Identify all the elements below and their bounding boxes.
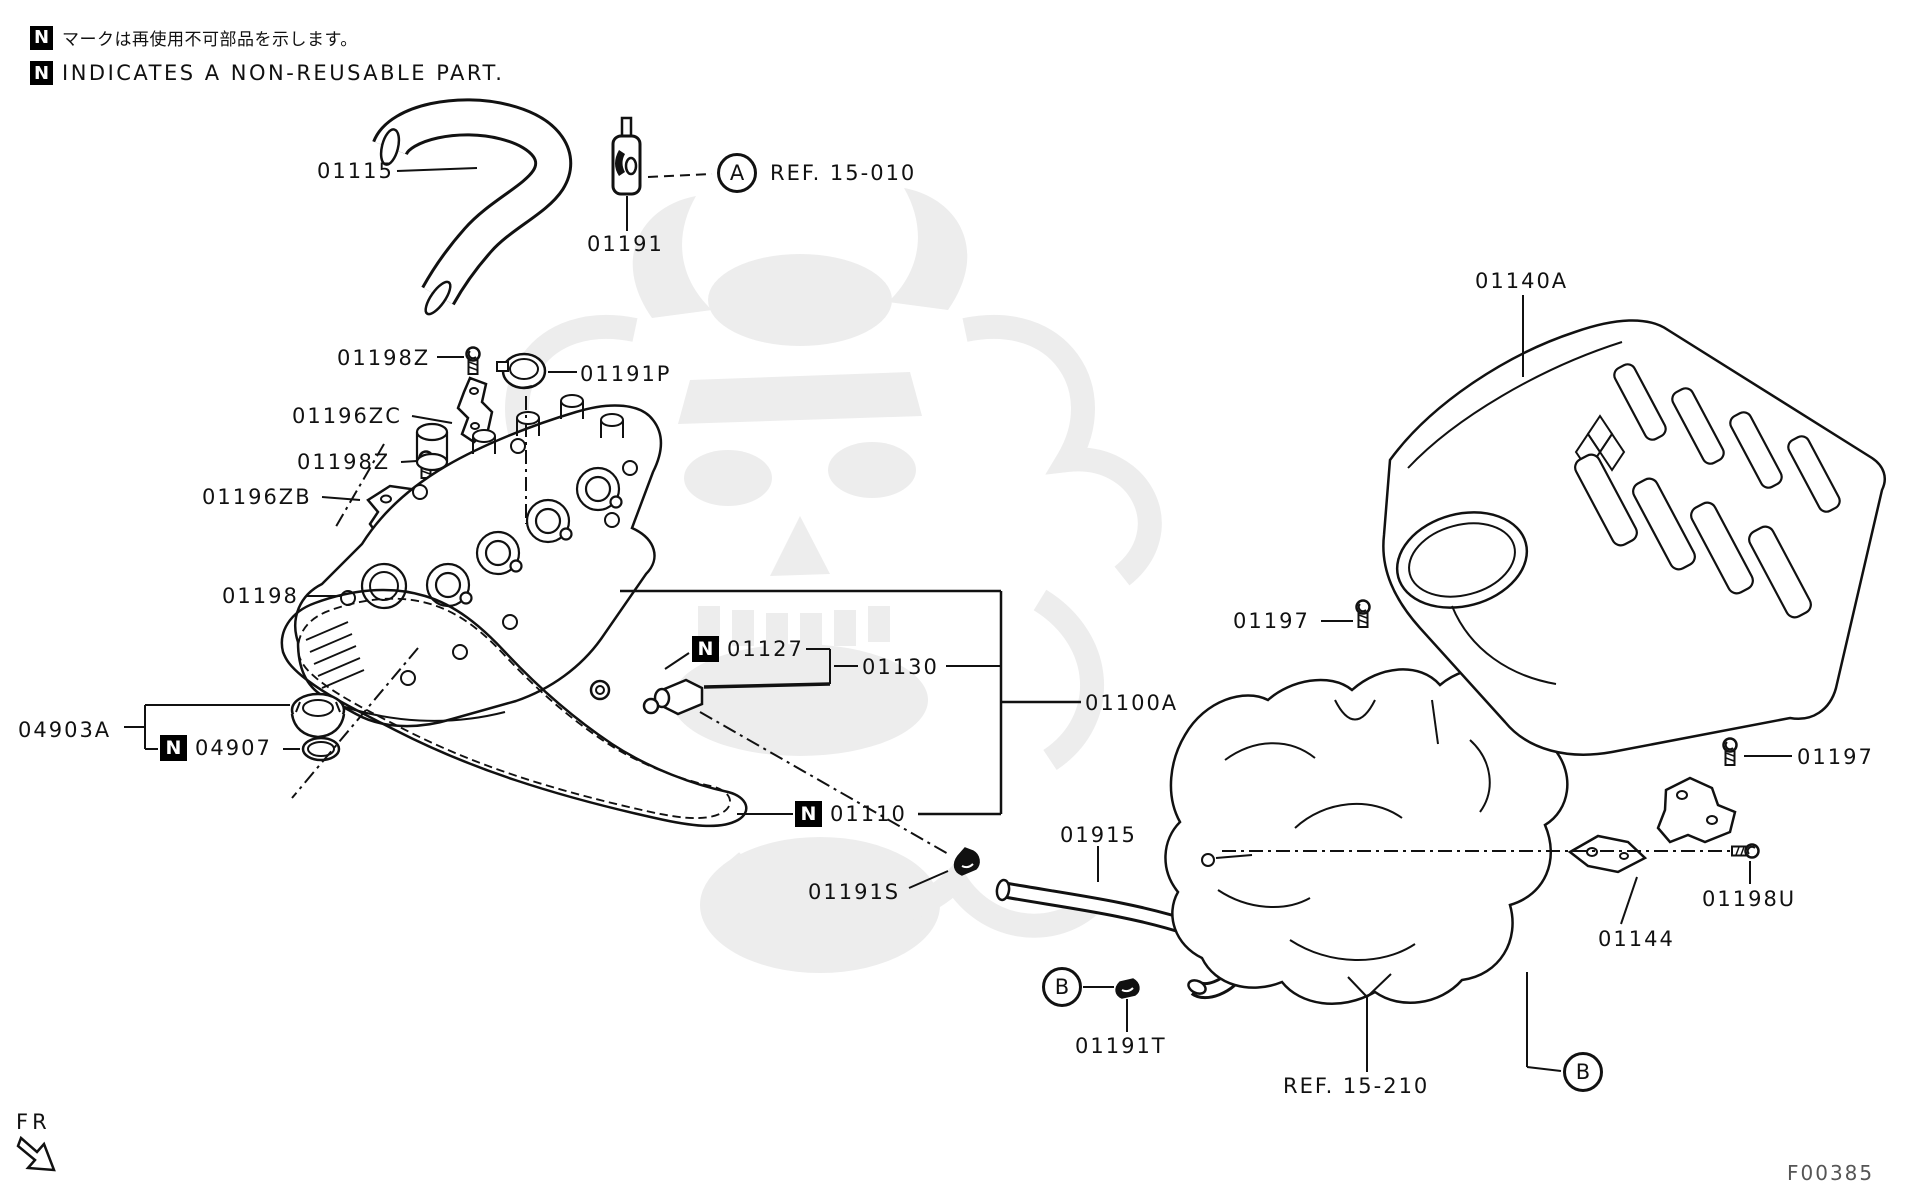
part-number: 01197 (1233, 609, 1310, 633)
part-label-REF15210-22: REF. 15-210 (1283, 1073, 1429, 1099)
part-number: 01110 (830, 802, 907, 826)
part-label-01198Z-5: 01198Z (297, 449, 390, 475)
legend-text-en: INDICATES A NON-REUSABLE PART. (62, 61, 505, 85)
hose-clip-01191S (953, 847, 980, 876)
part-number: 04903A (18, 718, 112, 742)
oil-filler-cap (290, 692, 346, 739)
hose-clip-01191 (611, 116, 642, 196)
part-label-01196ZC-4: 01196ZC (292, 403, 402, 429)
leader-lines (124, 167, 1792, 1072)
part-label-01144-21: 01144 (1598, 926, 1675, 952)
part-label-01110-13: N 01110 (795, 801, 907, 827)
part-label-01198-7: 01198 (222, 583, 299, 609)
part-number: 01140A (1475, 269, 1569, 293)
legend-line-en: N INDICATES A NON-REUSABLE PART. (30, 61, 504, 85)
part-number: 01100A (1085, 691, 1179, 715)
part-label-04907-9: N 04907 (160, 735, 272, 761)
part-number: 01115 (317, 159, 394, 183)
part-number: 04907 (195, 736, 272, 760)
part-label-01130-11: 01130 (862, 654, 939, 680)
cover-vent-slots (1574, 363, 1841, 619)
legend-line-jp: N マークは再使用不可部品を示します。 (30, 25, 504, 50)
oil-seal-ring (589, 679, 611, 701)
part-number: 01191 (587, 232, 664, 256)
manifold-stud (1201, 853, 1215, 867)
rocker-cover (294, 394, 663, 728)
part-label-01127-10: N 01127 (692, 636, 804, 662)
ref-circle-letter: B (1563, 1052, 1603, 1092)
engine-cover (1382, 319, 1886, 756)
part-number: 01191T (1075, 1034, 1167, 1058)
intake-manifold (1164, 667, 1569, 1005)
hose-clamp-01191P (496, 352, 547, 390)
part-label-01100A-12: 01100A (1085, 690, 1178, 716)
part-label-01197-18: 01197 (1233, 608, 1310, 634)
part-label-01115-0: 01115 (317, 158, 394, 184)
ref-circle-letter: A (717, 153, 757, 193)
breather-hose (372, 98, 573, 316)
part-number: 01197 (1797, 745, 1874, 769)
part-label-01191-1: 01191 (587, 231, 664, 257)
fr-label: FR (16, 1110, 51, 1134)
part-number: 01198Z (337, 346, 431, 370)
figure-code: F00385 (1787, 1161, 1875, 1185)
non-reusable-marker: N (30, 61, 53, 85)
o-ring-04907 (301, 736, 341, 762)
hose-clip-01191T (1115, 978, 1140, 999)
part-label-01191T-16: 01191T (1075, 1033, 1167, 1059)
ref-callout-B-2: B (1563, 1052, 1603, 1092)
ref-text: REF. 15-010 (770, 161, 917, 185)
part-number: 01144 (1598, 927, 1675, 951)
non-reusable-marker: N (795, 801, 822, 827)
ref-circle-letter: B (1042, 967, 1082, 1007)
legend: N マークは再使用不可部品を示します。 N INDICATES A NON-RE… (30, 25, 504, 96)
fr-direction-arrow (16, 1135, 56, 1172)
part-number: 01196ZC (292, 404, 402, 428)
part-label-01198Z-2: 01198Z (337, 345, 430, 371)
part-number: 01130 (862, 655, 939, 679)
legend-text-jp: マークは再使用不可部品を示します。 (62, 30, 358, 50)
part-label-01915-15: 01915 (1060, 822, 1137, 848)
part-number: 01198Z (297, 450, 391, 474)
part-number: 01196ZB (202, 485, 312, 509)
pcv-valve-01127 (642, 678, 704, 716)
part-number: 01127 (727, 637, 804, 661)
part-label-01196ZB-6: 01196ZB (202, 484, 312, 510)
part-number: 01198 (222, 584, 299, 608)
ref-callout-A-0: A REF. 15-010 (717, 153, 916, 193)
non-reusable-marker: N (692, 636, 719, 662)
part-label-01197-19: 01197 (1797, 744, 1874, 770)
part-label-01198U-20: 01198U (1702, 886, 1796, 912)
rocker-cover-gasket (280, 588, 748, 828)
ref-callout-B-1: B (1042, 967, 1082, 1007)
part-number: 01915 (1060, 823, 1137, 847)
watermark-graphic (505, 188, 1162, 973)
part-number: 01198U (1702, 887, 1797, 911)
part-number: 01191P (580, 362, 672, 386)
non-reusable-marker: N (30, 25, 53, 50)
part-label-04903A-8: 04903A (18, 717, 111, 743)
part-label-01191S-14: 01191S (808, 879, 900, 905)
bracket-01144 (1567, 776, 1737, 874)
non-reusable-marker: N (160, 735, 187, 761)
part-label-01191P-3: 01191P (580, 361, 671, 387)
part-number: REF. 15-210 (1283, 1074, 1430, 1098)
part-number: 01191S (808, 880, 901, 904)
part-label-01140A-17: 01140A (1475, 268, 1568, 294)
